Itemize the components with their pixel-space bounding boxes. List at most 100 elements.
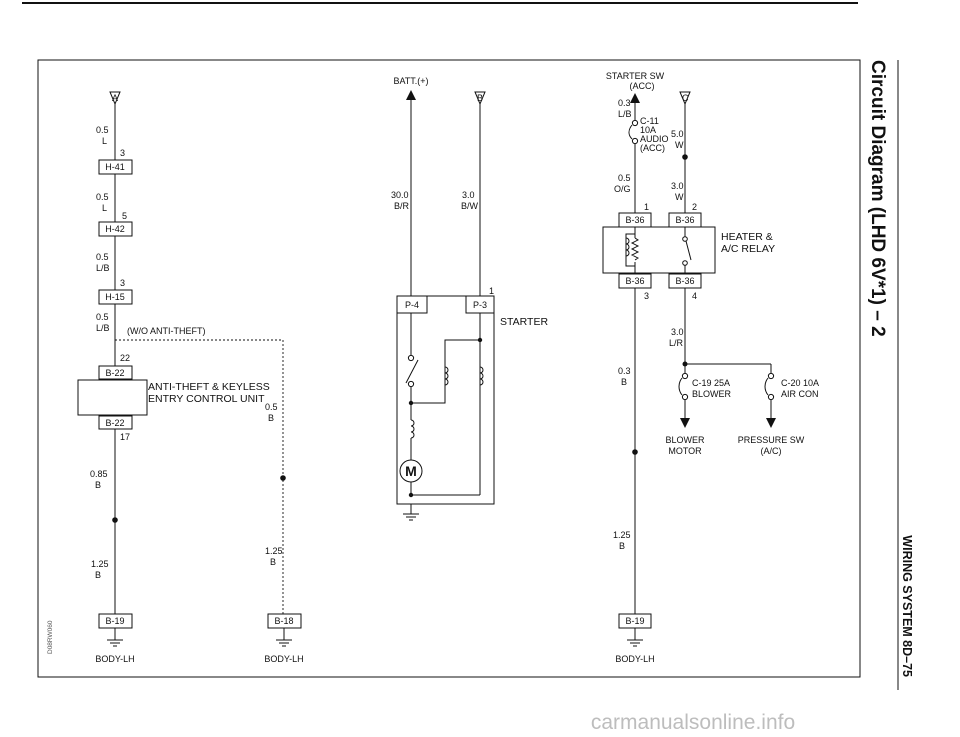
section-header: WIRING SYSTEM 8D–75 [900,535,914,677]
svg-text:L/B: L/B [618,109,632,119]
svg-text:B-22: B-22 [105,368,124,378]
relay-label-2: A/C RELAY [721,243,775,255]
svg-text:1.25: 1.25 [91,559,109,569]
svg-text:3.0: 3.0 [462,190,475,200]
svg-text:C-11: C-11 [640,116,659,126]
relay-box [602,226,716,274]
svg-text:0.5: 0.5 [96,192,109,202]
svg-text:B-36: B-36 [625,215,644,225]
svg-text:4: 4 [692,291,697,301]
svg-text:O/G: O/G [614,184,631,194]
svg-text:P-4: P-4 [405,300,419,310]
svg-text:H-42: H-42 [105,224,125,234]
svg-text:B: B [268,413,274,423]
figure-code: D08RW060 [47,620,54,654]
junction-dot [477,337,483,343]
blower-arrow-icon [680,418,690,428]
svg-text:P-3: P-3 [473,300,487,310]
resistor-icon [630,237,640,261]
relay-label-1: HEATER & [721,231,773,243]
svg-text:0.5: 0.5 [618,173,631,183]
svg-text:AIR CON: AIR CON [781,389,819,399]
ground-icon [107,639,123,647]
starter-label: STARTER [500,316,548,328]
starter-circuit: BATT.(+) 30.0 B/R B 3.0 B/W 1 P-4 P-3 ST… [391,76,548,521]
terminal-c-label: C [682,93,689,103]
coil-icon [479,366,484,386]
starter-sw-label-1: STARTER SW [606,71,665,81]
svg-text:(ACC): (ACC) [640,143,665,153]
fuse-c20-icon [764,372,775,401]
pressure-sw-label-1: PRESSURE SW [738,435,805,445]
junction-dot [682,154,688,160]
wo-antitheft-label: (W/O ANTI-THEFT) [127,326,206,336]
svg-text:BLOWER: BLOWER [692,389,732,399]
svg-text:B-18: B-18 [274,616,293,626]
pressure-sw-arrow-icon [766,418,776,428]
terminal-a-arrow [109,91,121,106]
svg-text:B/W: B/W [461,201,479,211]
junction-dot [408,492,414,498]
terminal-a-label: A [112,93,118,103]
relay-coil-icon [625,237,630,257]
svg-text:B-36: B-36 [675,215,694,225]
page-title: Circuit Diagram (LHD 6V*1) – 2 [867,60,888,337]
svg-text:B: B [270,557,276,567]
ecu-label-1: ANTI-THEFT & KEYLESS [148,381,270,393]
ecu-box [77,379,148,416]
svg-text:0.5: 0.5 [96,312,109,322]
svg-text:L/B: L/B [96,263,110,273]
starter-sw-arrow-icon [630,93,640,103]
svg-text:B-36: B-36 [625,276,644,286]
svg-text:2: 2 [692,202,697,212]
connector-h42 [98,221,133,237]
terminal-b-arrow [474,91,486,106]
svg-text:5.0: 5.0 [671,129,684,139]
svg-text:0.5: 0.5 [96,125,109,135]
svg-text:3: 3 [120,278,125,288]
svg-text:22: 22 [120,353,130,363]
svg-text:L: L [102,136,107,146]
svg-text:0.85: 0.85 [90,469,108,479]
batt-label: BATT.(+) [393,76,428,86]
svg-text:B: B [95,480,101,490]
svg-text:1.25: 1.25 [265,546,283,556]
svg-text:0.3: 0.3 [618,98,631,108]
svg-text:W: W [675,140,684,150]
fuse-c11-icon [628,119,639,145]
pressure-sw-label-2: (A/C) [761,446,782,456]
svg-text:3.0: 3.0 [671,327,684,337]
ground-label: BODY-LH [264,654,303,664]
diagram-border [37,59,861,678]
svg-text:3: 3 [644,291,649,301]
svg-text:17: 17 [120,432,130,442]
ground-label: BODY-LH [95,654,134,664]
svg-text:H-15: H-15 [105,292,125,302]
starter-sw-label-2: (ACC) [630,81,655,91]
svg-text:0.3: 0.3 [618,366,631,376]
svg-text:B/R: B/R [394,201,410,211]
svg-text:30.0: 30.0 [391,190,409,200]
svg-text:0.5: 0.5 [265,402,278,412]
svg-text:B: B [621,377,627,387]
terminal-c-arrow [679,91,691,106]
svg-text:C-19 25A: C-19 25A [692,378,730,388]
connector-h41 [98,159,133,175]
ecu-label-2: ENTRY CONTROL UNIT [148,393,265,405]
heater-ac-circuit: STARTER SW (ACC) 0.3 L/B C-11 10A AUDIO … [602,71,819,664]
left-circuit: A 0.5 L 3 H-41 0.5 L 5 H-42 0.5 L/B 3 H-… [77,91,304,664]
connector-b22-bottom [98,415,133,430]
svg-text:3: 3 [120,148,125,158]
connector-p4 [396,295,428,314]
blower-label-2: MOTOR [668,446,702,456]
svg-text:3.0: 3.0 [671,181,684,191]
svg-text:H-41: H-41 [105,162,125,172]
svg-text:B-19: B-19 [105,616,124,626]
svg-text:5: 5 [122,211,127,221]
svg-text:B-19: B-19 [625,616,644,626]
terminal-b-label: B [477,93,483,103]
coil-icon [410,419,415,439]
blower-label-1: BLOWER [665,435,705,445]
svg-text:AUDIO: AUDIO [640,134,669,144]
